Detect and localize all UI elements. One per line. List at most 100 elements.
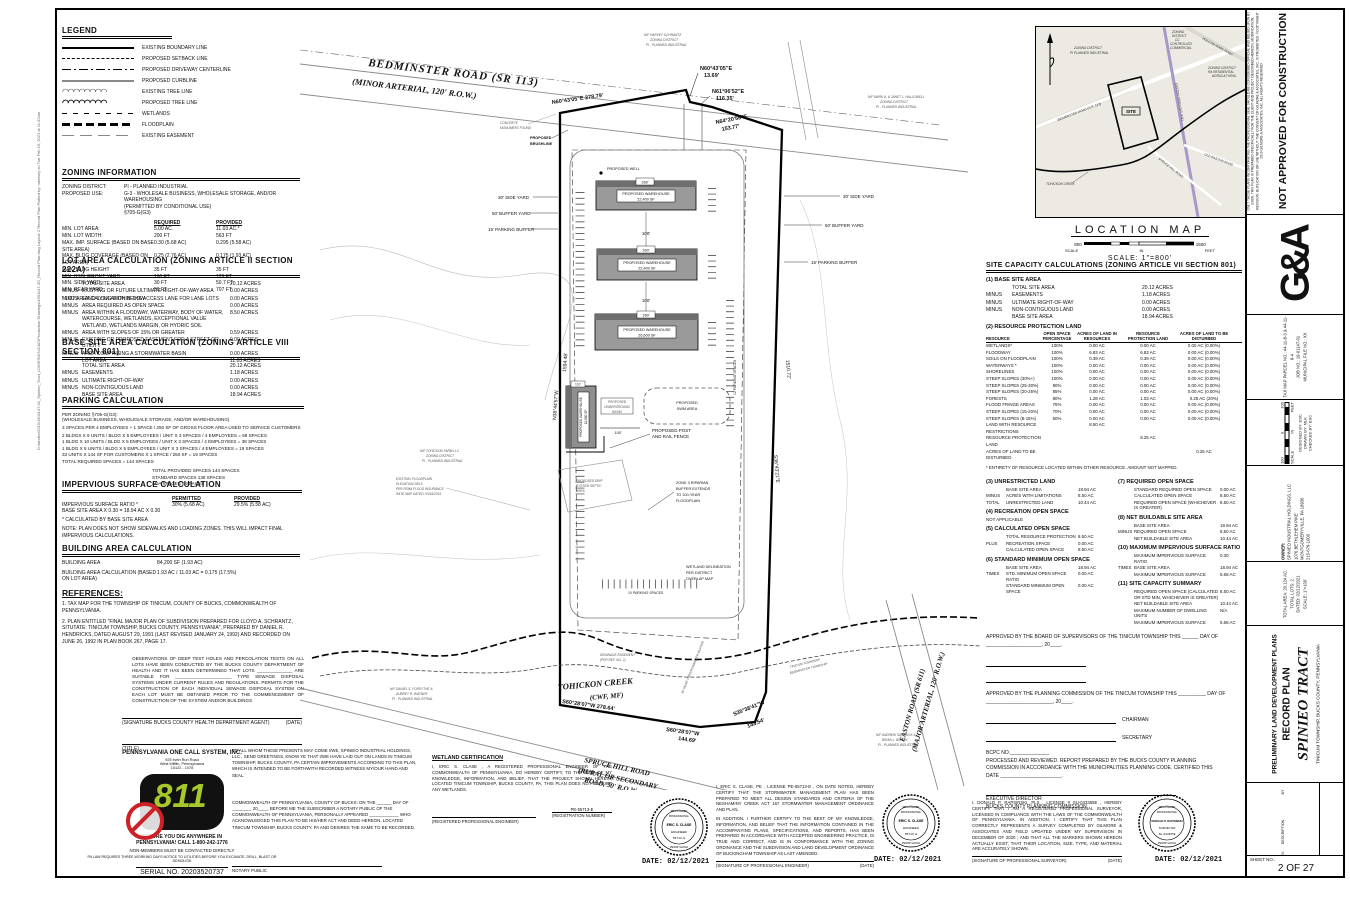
svg-text:ERIC S. CLASE: ERIC S. CLASE bbox=[899, 819, 924, 823]
sc-right-col: (7) REQUIRED OPEN SPACE STANDARD REQUIRE… bbox=[1118, 478, 1241, 625]
svg-text:BRUSHLINE: BRUSHLINE bbox=[530, 142, 553, 146]
legend-item-label: EXISTING EASEMENT bbox=[142, 132, 195, 139]
svg-text:PROFESSIONAL: PROFESSIONAL bbox=[1157, 810, 1178, 814]
legend-title: LEGEND bbox=[62, 26, 172, 39]
svg-text:ZONING DISTRICT: ZONING DISTRICT bbox=[1207, 66, 1237, 70]
sc2-title: (2) RESOURCE PROTECTION LAND bbox=[986, 324, 1082, 331]
svg-text:N60°43'05"E: N60°43'05"E bbox=[700, 66, 732, 72]
svg-text:13.69': 13.69' bbox=[704, 73, 720, 79]
yard-labels-left: 30' SIDE YARD 50' BUFFER YARD 15' PARKIN… bbox=[488, 195, 558, 232]
legend-item: PROPOSED TREE LINE bbox=[62, 97, 292, 108]
parking-calc-line: 1 BLDG X 5 UNITS / BLDG X 5 EMPLOYEES / … bbox=[62, 445, 264, 451]
svg-text:RA RESIDENTIAL: RA RESIDENTIAL bbox=[1208, 70, 1234, 74]
eng-sig-label: (SIGNATURE OF PROFESSIONAL ENGINEER) bbox=[716, 862, 809, 868]
svg-text:116.35': 116.35' bbox=[716, 96, 735, 102]
svg-text:ZONE 3 RIPARIAN: ZONE 3 RIPARIAN bbox=[676, 481, 709, 485]
svg-text:DONALD P. RAPSINSKI: DONALD P. RAPSINSKI bbox=[1151, 819, 1182, 823]
references-section: REFERENCES: 1. TAX MAP FOR THE TOWNSHIP … bbox=[62, 588, 300, 650]
bearing-left: N38°44'57"W bbox=[552, 390, 560, 420]
rpe-number: PE-55713-E bbox=[552, 807, 612, 813]
svg-text:N/F TOHICKON FARM LLC: N/F TOHICKON FARM LLC bbox=[420, 449, 460, 453]
location-map-scale-note: SCALE: 1"=800' bbox=[1107, 255, 1173, 262]
legend-item-label: PROPOSED CURBLINE bbox=[142, 77, 198, 84]
health-note: OBSERVATIONS OF DEEP TEST HOLES AND PERC… bbox=[132, 656, 304, 703]
notary-label: NOTARY PUBLIC bbox=[232, 868, 267, 873]
warehouse-3-size: 26,600 SF bbox=[638, 334, 656, 338]
creek-line bbox=[319, 644, 981, 678]
parking-count-10: 10 PARKING SPACES bbox=[628, 591, 664, 595]
svg-text:PROPOSED: PROPOSED bbox=[608, 400, 627, 404]
revision-section: BY DATE DESCRIPTION REV. bbox=[1247, 783, 1345, 856]
surveyor-certification: I, DONALD P. RAPSINSKI, PLS , LICENSE # … bbox=[972, 800, 1122, 864]
warehouse-1-name: PROPOSED WAREHOUSE bbox=[622, 192, 670, 196]
svg-text:30' SIDE YARD: 30' SIDE YARD bbox=[498, 195, 530, 200]
septic-label-1: PROPOSED DRIP bbox=[576, 479, 603, 483]
fence-label-2: AND RAIL FENCE bbox=[652, 434, 689, 439]
legend-item: WETLANDS bbox=[62, 108, 292, 119]
zoning-col-provided: PROVIDED bbox=[216, 219, 243, 226]
sc2-note: * ENTIRETY OF RESOURCE LOCATED WITHIN OT… bbox=[986, 464, 1178, 470]
warehouse-3-name: PROPOSED WAREHOUSE bbox=[623, 328, 671, 332]
title-block-strip: GILMORE & ASSOCIATES, INC. ENGINEERING &… bbox=[1245, 8, 1345, 878]
sc2-headers: RESOURCE OPEN SPACE PERCENTAGE ACRES OF … bbox=[986, 331, 1242, 343]
zoning-row: MAX. BLDG COVERAGE (BASED ON LOT AREA)0.… bbox=[62, 253, 252, 266]
rpe-sig-label: (REGISTERED PROFESSIONAL ENGINEER) bbox=[432, 818, 519, 824]
tax-map-parcel: TAX MAP PARCEL NO.: 44-11-8-3 & 44-11-8-… bbox=[1282, 316, 1295, 398]
logo-section: G&A bbox=[1247, 215, 1345, 315]
left-data-panel: LEGEND EXISTING BOUNDARY LINE PROPOSED S… bbox=[62, 8, 304, 878]
health-sig-date-label: (DATE) bbox=[285, 720, 302, 726]
owner-section: OWNER: SPINIEO INDUSTRIAL HOLDINGS, LLC … bbox=[1247, 466, 1345, 562]
underground-basin-label: PROPOSED UNDERGROUND BASIN bbox=[600, 397, 634, 415]
svg-text:PROPOSED: PROPOSED bbox=[530, 136, 552, 140]
serial-number: SERIAL NO. 20203520737 bbox=[136, 867, 228, 878]
svg-text:PI - PLANNED INDUSTRIAL: PI - PLANNED INDUSTRIAL bbox=[646, 43, 687, 47]
lm-spruce: SPRUCE HILL ROAD bbox=[1157, 157, 1184, 180]
parking-intro3: 3 SPACES PER 4 EMPLOYEES + 1 SPACE / 250… bbox=[62, 425, 301, 430]
impervious-provided-value: 29.5% (5.58 AC) bbox=[234, 502, 271, 508]
svg-text:CONCRETE: CONCRETE bbox=[500, 121, 519, 125]
legend-item-label: EXISTING TREE LINE bbox=[142, 88, 193, 95]
owner-note-4: N/F DANIEL S. FORSYTHE &AUBREY R. WATNER… bbox=[390, 687, 433, 701]
svg-text:ENGINEER: ENGINEER bbox=[903, 826, 920, 830]
reference-item: 1. TAX MAP FOR THE TOWNSHIP OF TINICUM, … bbox=[62, 601, 277, 614]
warehouse-4-dim: 160' bbox=[575, 383, 581, 387]
tract-location: TINICUM TOWNSHIP, BUCKS COUNTY, PENNSYLV… bbox=[1315, 644, 1321, 764]
zoning-row: MAX. IMP. SURFACE (BASED ON BASE SITE AR… bbox=[62, 239, 252, 253]
reference-item: 2. PLAN ENTITLED "FINAL MAJOR PLAN OF SU… bbox=[62, 618, 293, 645]
svg-text:S35°38'41"W: S35°38'41"W bbox=[733, 700, 767, 718]
svg-text:REGISTERED: REGISTERED bbox=[671, 809, 688, 813]
zoning-district-label: ZONING DISTRICT: bbox=[62, 184, 107, 190]
call-811-logo-icon: 811 bbox=[126, 774, 224, 840]
zoning-footnote: * LOT AREA CALCULATION BELOW bbox=[62, 295, 145, 302]
legend-item: FLOODPLAIN bbox=[62, 119, 292, 130]
brushline-note: PROPOSED BRUSHLINE bbox=[530, 129, 569, 146]
easton-road-highway bbox=[1162, 26, 1200, 218]
svg-text:N/F DANIEL S. FORSYTHE &: N/F DANIEL S. FORSYTHE & bbox=[390, 687, 433, 691]
legend-line-sample-icon bbox=[62, 77, 134, 85]
legend-item: PROPOSED DRIVEWAY CENTERLINE bbox=[62, 64, 292, 75]
wetland-note: WETLAND DELINEATION PER DISTRICT OVERLAP… bbox=[686, 565, 731, 581]
site-capacity-panel: SITE CAPACITY CALCULATIONS (ZONING ARTIC… bbox=[986, 262, 1242, 811]
bearing-right: S36°43'21"E bbox=[772, 455, 780, 484]
warehouse-4: 160' PROPOSED WAREHOUSE 12,800 SF bbox=[565, 380, 597, 449]
legend-item-label: FLOODPLAIN bbox=[142, 121, 174, 128]
svg-text:15' PARKING BUFFER: 15' PARKING BUFFER bbox=[811, 260, 858, 265]
